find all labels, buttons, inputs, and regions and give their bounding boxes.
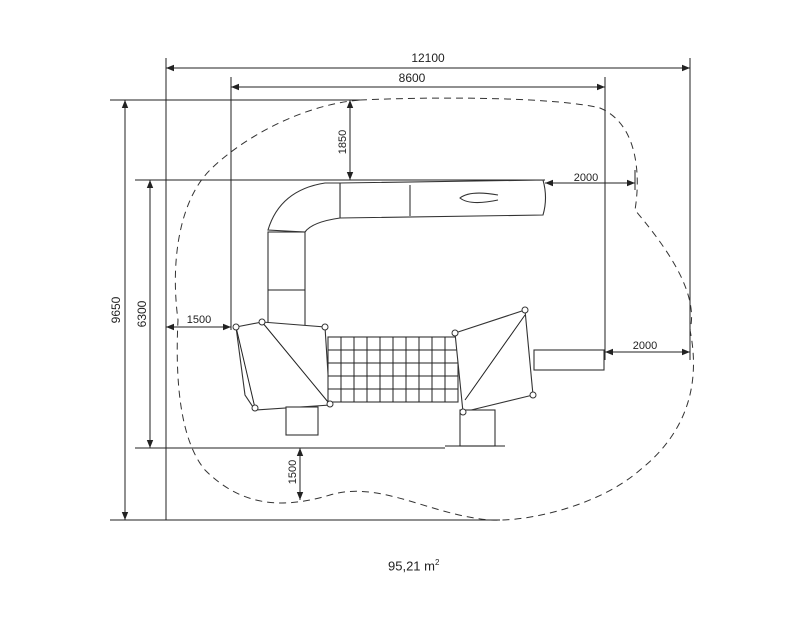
joint-nodes [232, 306, 537, 416]
safety-zone-outline [174, 97, 694, 521]
left-support [285, 406, 319, 436]
extension-lines [110, 58, 691, 521]
dim-equipment-depth: 6300 [135, 300, 149, 327]
play-equipment [232, 179, 605, 447]
slide-tube [267, 231, 306, 328]
left-tower [235, 321, 331, 411]
area-unit-exponent: 2 [434, 558, 440, 567]
dim-top-clearance: 1850 [337, 130, 349, 154]
dim-bottom-clearance: 1500 [287, 460, 299, 484]
dimension-lines [121, 64, 690, 520]
dim-left-clearance: 1500 [187, 314, 211, 326]
right-tower [454, 309, 534, 413]
dim-right-clearance: 2000 [633, 340, 657, 352]
dim-total-depth: 9650 [109, 296, 123, 323]
slide-bend [267, 182, 341, 233]
dim-total-width: 12100 [411, 51, 445, 65]
area-label: 95,21 m2 [388, 558, 439, 573]
right-stairs [459, 409, 496, 447]
dim-equipment-width: 8600 [399, 71, 426, 85]
dim-slide-end-clearance: 2000 [574, 172, 598, 184]
net-grid [328, 337, 458, 402]
area-value: 95,21 m [388, 558, 435, 574]
slide-straight [339, 179, 547, 219]
exit-platform [533, 349, 605, 371]
